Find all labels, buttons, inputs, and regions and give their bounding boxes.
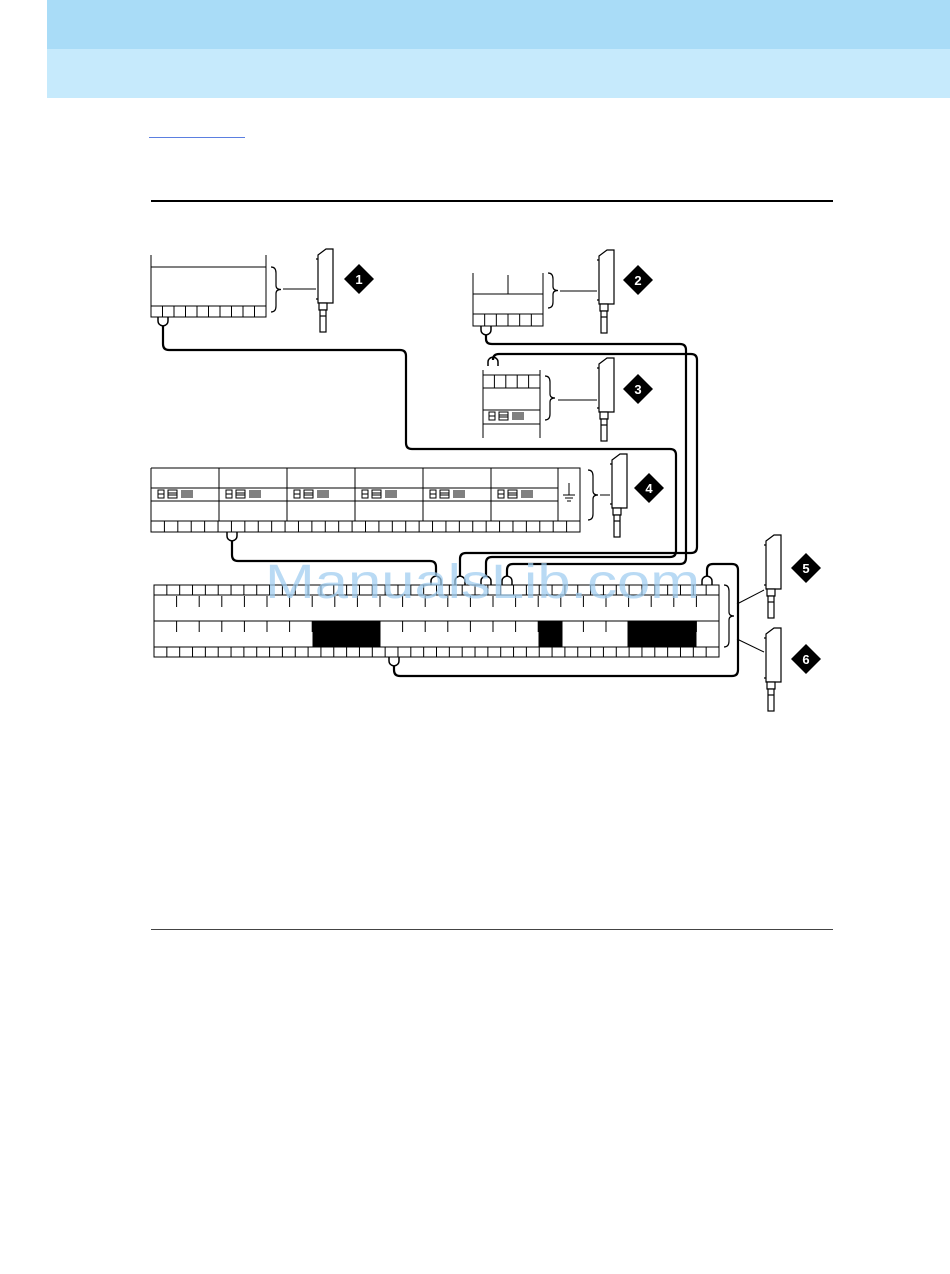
- callout-1: 1: [344, 264, 374, 294]
- callout-number: 2: [634, 273, 641, 288]
- watermark: ManualsLib.com: [265, 556, 700, 609]
- callout-4: 4: [634, 473, 664, 503]
- callout-number: 5: [802, 561, 809, 576]
- connector-4: [610, 454, 627, 537]
- cable-3: [460, 354, 697, 576]
- brace-1: [271, 267, 281, 312]
- brace-4: [588, 470, 598, 520]
- connector-2: [597, 250, 614, 333]
- black-block-3: [628, 621, 696, 647]
- brace-2: [548, 273, 558, 308]
- connector-6: [764, 628, 781, 711]
- black-block-1: [313, 621, 380, 647]
- module-3-top-strip: [483, 375, 540, 388]
- callout-6: 6: [791, 644, 821, 674]
- black-block-2: [539, 621, 562, 647]
- cable-2: [486, 335, 686, 576]
- callout-5: 5: [791, 553, 821, 583]
- brace-3: [545, 376, 555, 420]
- callout-2: 2: [623, 265, 653, 295]
- callout-number: 3: [634, 382, 641, 397]
- connector-3: [597, 358, 614, 441]
- callout-number: 6: [802, 652, 809, 667]
- callout-number: 1: [355, 272, 362, 287]
- connector-1: [316, 249, 333, 332]
- callout-3: 3: [623, 374, 653, 404]
- connector-5: [764, 535, 781, 618]
- brace-5-6: [724, 585, 734, 647]
- callout-number: 4: [645, 481, 653, 496]
